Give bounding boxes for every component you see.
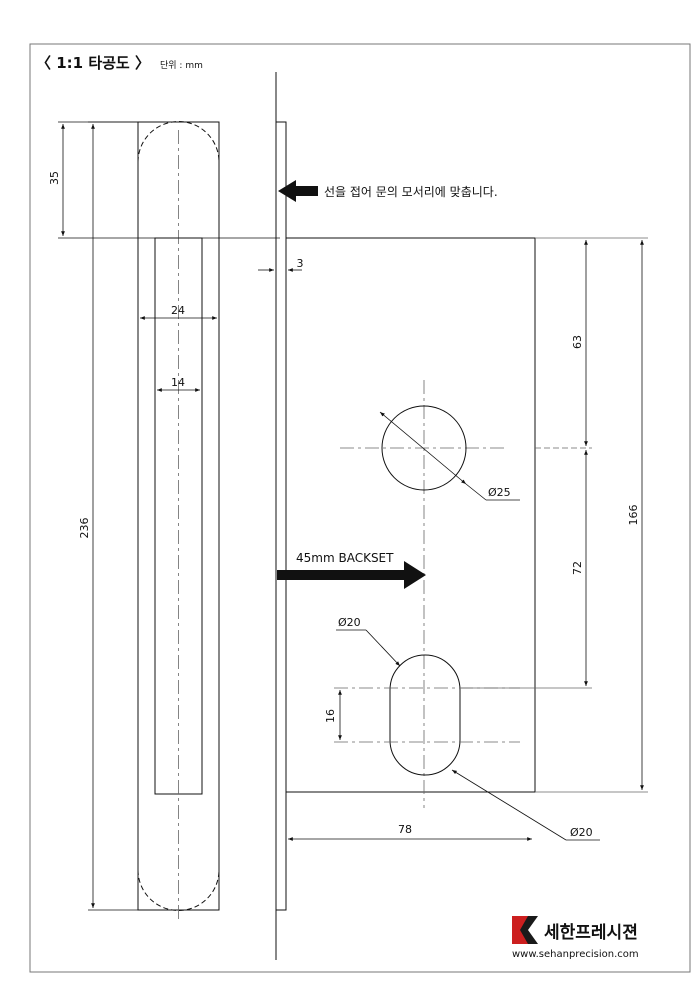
cylinder-bottom-leader [451,769,567,841]
dim-case-height-label: 166 [627,505,640,526]
spindle-dia-label: Ø25 [488,486,511,499]
fold-instruction: 선을 접어 문의 모서리에 맞춥니다. [324,185,498,199]
top-rounded-end [137,121,220,163]
backset-label: 45mm BACKSET [296,551,394,565]
cylinder-radius-leader [365,629,401,667]
faceplate-side [275,121,287,911]
fold-arrow-icon [278,180,318,202]
brand-logo [512,916,538,944]
dim-spindle-drop-label: 63 [571,335,584,349]
unit-label: 단위 : mm [160,60,203,71]
right-extension-lines [460,237,648,793]
dim-top-offset-label: 35 [48,171,61,185]
dim-cutout-width-label: 14 [171,376,185,389]
cylinder-slot [389,654,461,776]
brand-website: www.sehanprecision.com [512,949,639,960]
spindle-label-leader [465,483,487,501]
dim-plate-thickness-label: 3 [297,257,304,270]
logo-mark-dark-icon [520,916,538,944]
dim-overall-height [88,121,138,911]
dim-top-offset [58,121,280,239]
lock-case [285,237,536,793]
spindle-dia-leader [379,411,467,485]
drawing-title: 〈 1:1 타공도 〉 [36,54,150,72]
dim-faceplate-width-label: 24 [171,304,185,317]
backset-arrow-icon [277,561,426,589]
dim-case-width [285,792,532,846]
dim-cylinder-drop-label: 72 [571,561,584,575]
dim-overall-height-label: 236 [78,518,91,539]
brand-name: 세한프레시젼 [544,923,638,943]
cylinder-bottom-label: Ø20 [570,826,593,839]
cylinder-radius-label: Ø20 [338,616,361,629]
page-border [29,43,691,973]
dim-cylinder-slot-label: 16 [324,709,337,723]
dim-case-width-label: 78 [398,823,412,836]
bottom-rounded-end [137,869,220,911]
